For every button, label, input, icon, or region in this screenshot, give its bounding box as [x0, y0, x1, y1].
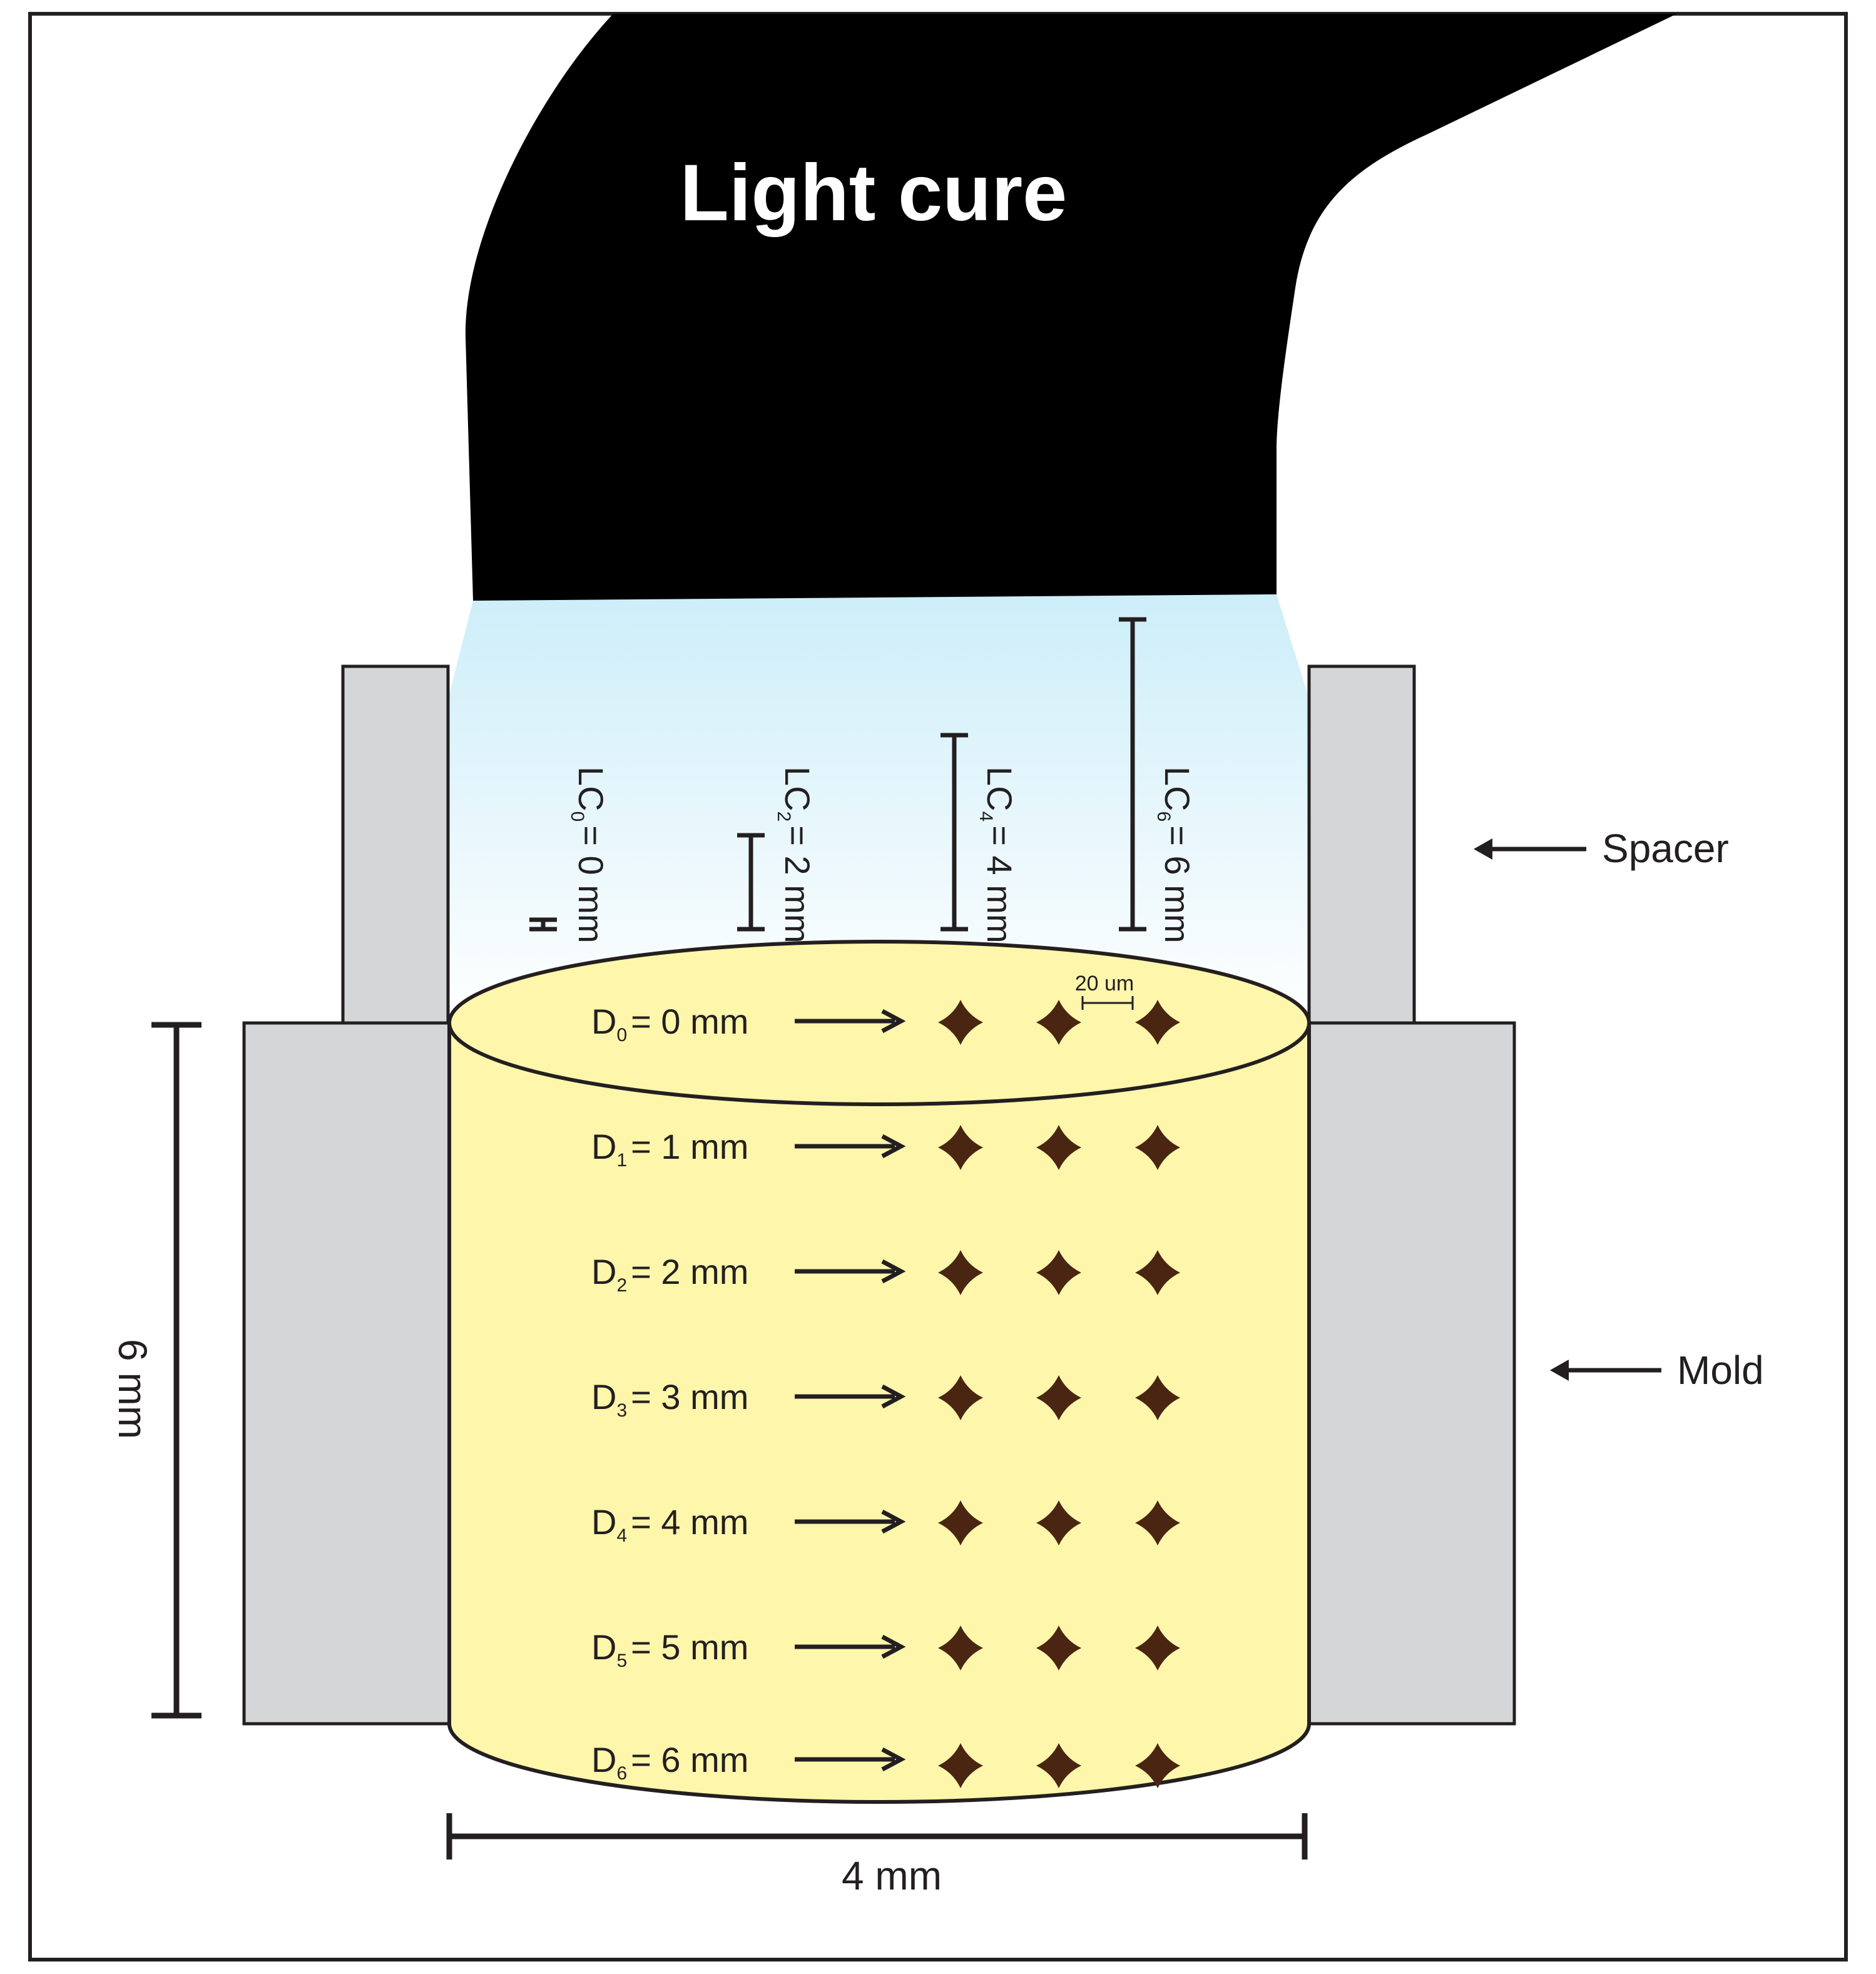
- depth-label: D3= 3 mm: [591, 1377, 748, 1421]
- light-gap-0: LC0= 0 mm: [529, 766, 611, 944]
- spacer-callout: Spacer: [1474, 826, 1729, 871]
- light-gap-4: LC4= 4 mm: [941, 733, 1019, 944]
- sample-marker: [1135, 1743, 1180, 1788]
- light-cure-label: Light cure: [680, 148, 1068, 238]
- sample-marker: [1135, 1000, 1180, 1045]
- sample-marker: [1135, 1500, 1180, 1545]
- sample-marker: [1036, 1743, 1081, 1788]
- light-gap-label: LC4= 4 mm: [976, 766, 1019, 944]
- sample-marker: [1036, 1375, 1081, 1420]
- sample-marker: [1036, 1125, 1081, 1170]
- width-label: 4 mm: [842, 1853, 942, 1898]
- spacer-label: Spacer: [1602, 826, 1729, 871]
- depth-label: D2= 2 mm: [591, 1252, 748, 1296]
- spacer-right: [1307, 664, 1416, 1025]
- mold-label: Mold: [1677, 1348, 1764, 1393]
- depth-row-0: D0= 0 mm: [591, 1000, 1180, 1046]
- light-gap-label: LC2= 2 mm: [773, 766, 817, 944]
- sample-marker: [1135, 1625, 1180, 1671]
- light-gap-label: LC6= 6 mm: [1153, 766, 1197, 944]
- height-dimension: 6 mm: [110, 1022, 201, 1719]
- sample-marker: [938, 1625, 983, 1671]
- light-gap-group: LC0= 0 mm LC2= 2 mm LC4= 4 mm LC6= 6 mm: [529, 617, 1197, 944]
- sample-marker: [938, 1743, 983, 1788]
- sample-marker: [1135, 1250, 1180, 1295]
- depth-label: D1= 1 mm: [591, 1127, 748, 1171]
- light-beam: [449, 594, 1308, 1026]
- sample-marker: [1135, 1125, 1180, 1170]
- light-gap-2: LC2= 2 mm: [737, 766, 817, 944]
- depth-row-3: D3= 3 mm: [591, 1375, 1180, 1421]
- scale-bar: 20 um: [1075, 972, 1134, 1010]
- mold-left: [242, 1021, 451, 1726]
- light-gap-label: LC0= 0 mm: [567, 766, 611, 944]
- depth-label: D0= 0 mm: [591, 1002, 748, 1046]
- width-dimension: 4 mm: [446, 1813, 1308, 1898]
- depth-label: D4= 4 mm: [591, 1502, 748, 1546]
- sample-marker: [938, 1250, 983, 1295]
- depth-group: D0= 0 mm D1= 1 mm D2= 2 mm D3= 3 mm D4= 4 mm…: [591, 1000, 1180, 1788]
- depth-row-1: D1= 1 mm: [591, 1125, 1180, 1171]
- specimen-cylinder: [447, 1021, 1311, 1804]
- height-label: 6 mm: [110, 1339, 155, 1439]
- depth-row-2: D2= 2 mm: [591, 1250, 1180, 1296]
- sample-marker: [938, 1125, 983, 1170]
- sample-marker: [1135, 1375, 1180, 1420]
- depth-label: D5= 5 mm: [591, 1627, 748, 1671]
- sample-marker: [1036, 1000, 1081, 1045]
- light-cure-tip: [465, 14, 1677, 601]
- scale-bar-label: 20 um: [1075, 972, 1134, 995]
- sample-marker: [1036, 1625, 1081, 1671]
- mold-callout: Mold: [1550, 1348, 1764, 1393]
- sample-marker: [938, 1000, 983, 1045]
- depth-row-6: D6= 6 mm: [591, 1740, 1180, 1788]
- light-gap-6: LC6= 6 mm: [1119, 617, 1197, 944]
- sample-marker: [1036, 1250, 1081, 1295]
- depth-label: D6= 6 mm: [591, 1740, 748, 1784]
- spacer-left: [341, 664, 450, 1025]
- depth-row-5: D5= 5 mm: [591, 1625, 1180, 1671]
- sample-marker: [938, 1500, 983, 1545]
- depth-row-4: D4= 4 mm: [591, 1500, 1180, 1546]
- sample-marker: [1036, 1500, 1081, 1545]
- sample-marker: [938, 1375, 983, 1420]
- mold-right: [1307, 1021, 1516, 1726]
